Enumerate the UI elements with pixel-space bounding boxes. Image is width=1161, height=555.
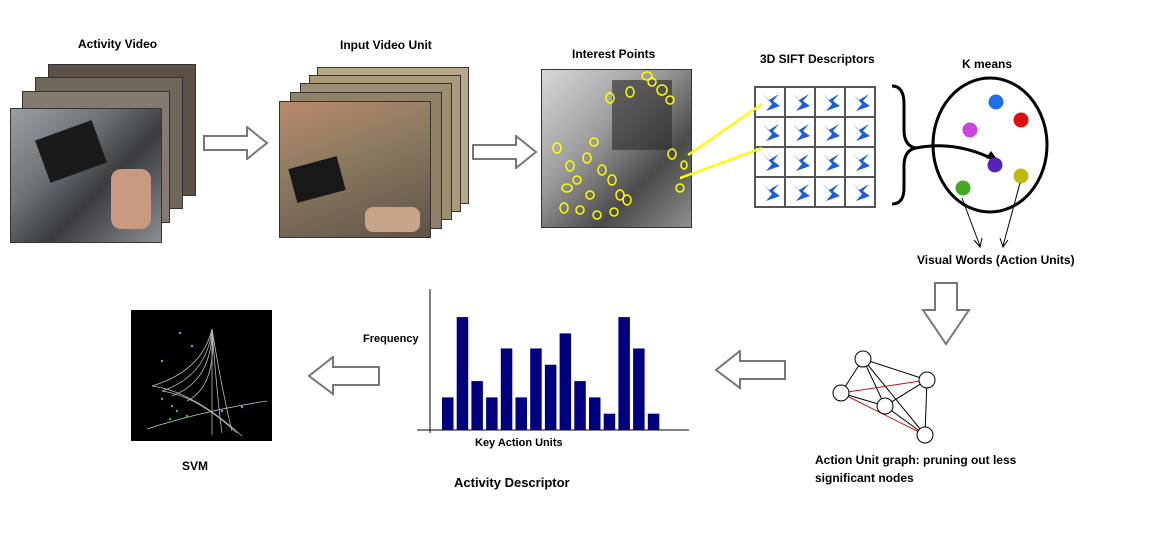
sift-cell bbox=[814, 116, 846, 148]
sift-gradient-glyph bbox=[852, 153, 870, 171]
cluster-centroid bbox=[1013, 112, 1029, 128]
chart-ylabel: Frequency bbox=[363, 333, 420, 345]
sift-descriptor-grid bbox=[754, 86, 876, 208]
chart-bar bbox=[603, 413, 616, 430]
activity-descriptor-label: Activity Descriptor bbox=[454, 475, 570, 490]
cluster-centroid bbox=[955, 180, 971, 196]
cluster-centroid bbox=[988, 94, 1004, 110]
cluster-centroid bbox=[987, 157, 1003, 173]
chart-bar bbox=[456, 317, 469, 430]
flow-arrow-down bbox=[921, 282, 971, 346]
input-video-unit-label: Input Video Unit bbox=[340, 38, 432, 52]
sift-cell bbox=[814, 86, 846, 118]
sift-cell bbox=[784, 86, 816, 118]
sift-gradient-glyph bbox=[762, 93, 780, 111]
chart-xlabel: Key Action Units bbox=[475, 437, 563, 449]
descriptor-bracket bbox=[891, 84, 917, 206]
sift-gradient-glyph bbox=[852, 123, 870, 141]
sift-gradient-glyph bbox=[822, 153, 840, 171]
action-unit-graph-label-line1: Action Unit graph: pruning out less bbox=[815, 453, 1017, 467]
chart-bar bbox=[486, 397, 498, 430]
visual-words-label: Visual Words (Action Units) bbox=[917, 253, 1075, 267]
activity-descriptor-chart: Frequency Key Action Units bbox=[363, 289, 689, 449]
chart-bar bbox=[442, 397, 454, 430]
flow-arrow-left-1 bbox=[714, 350, 786, 390]
sift-cell bbox=[784, 116, 816, 148]
sift-gradient-glyph bbox=[762, 153, 780, 171]
cluster-centroid bbox=[1013, 168, 1029, 184]
flow-arrow-right-1 bbox=[203, 126, 269, 160]
input-video-frame bbox=[279, 101, 431, 238]
chart-bar bbox=[530, 348, 542, 430]
chart-bar bbox=[544, 364, 557, 430]
sift-cell bbox=[784, 176, 816, 208]
chart-bar bbox=[574, 381, 586, 430]
cluster-centroid bbox=[962, 122, 978, 138]
sift-gradient-glyph bbox=[822, 93, 840, 111]
sift-gradient-glyph bbox=[852, 183, 870, 201]
sift-cell bbox=[754, 146, 786, 178]
sift-cell bbox=[814, 176, 846, 208]
sift-gradient-glyph bbox=[792, 153, 810, 171]
sift-gradient-glyph bbox=[822, 123, 840, 141]
chart-bar bbox=[500, 348, 513, 430]
sift-cell bbox=[814, 146, 846, 178]
chart-bar bbox=[647, 413, 660, 430]
sift-gradient-glyph bbox=[762, 183, 780, 201]
kmeans-cluster-diagram bbox=[891, 76, 1049, 249]
flow-arrow-left-2 bbox=[307, 356, 380, 396]
sift-gradient-glyph bbox=[852, 93, 870, 111]
chart-bar bbox=[559, 333, 572, 430]
action-unit-graph-label-line2: significant nodes bbox=[815, 471, 914, 485]
svm-plot bbox=[131, 310, 272, 441]
bracket-arrow-line bbox=[915, 144, 996, 162]
kmeans-label: K means bbox=[962, 57, 1013, 71]
chart-bar bbox=[618, 317, 630, 430]
svm-plot-graphic bbox=[146, 328, 268, 437]
sift-descriptors-label: 3D SIFT Descriptors bbox=[760, 52, 875, 66]
sift-cell bbox=[844, 176, 876, 208]
sift-gradient-glyph bbox=[822, 183, 840, 201]
chart-bar bbox=[471, 381, 483, 430]
interest-points-label: Interest Points bbox=[572, 47, 656, 61]
visual-word-pointer-right bbox=[1002, 182, 1021, 247]
svm-label: SVM bbox=[182, 459, 209, 473]
interest-points-overlay bbox=[552, 71, 688, 220]
action-unit-graph bbox=[832, 350, 936, 444]
interest-points-frame bbox=[541, 69, 692, 228]
chart-bar bbox=[515, 397, 527, 430]
sift-cell bbox=[754, 176, 786, 208]
visual-word-pointer-left bbox=[961, 197, 981, 247]
chart-bar bbox=[633, 348, 645, 430]
chart-bar bbox=[589, 397, 601, 430]
sift-gradient-glyph bbox=[792, 183, 810, 201]
sift-gradient-glyph bbox=[792, 93, 810, 111]
sift-gradient-glyph bbox=[762, 123, 780, 141]
sift-cell bbox=[844, 86, 876, 118]
flow-arrow-right-2 bbox=[472, 135, 538, 169]
sift-gradient-glyph bbox=[792, 123, 810, 141]
sift-cell bbox=[784, 146, 816, 178]
activity-video-label: Activity Video bbox=[78, 37, 158, 51]
interest-to-sift-lines bbox=[680, 102, 763, 180]
activity-video-frame bbox=[10, 108, 162, 243]
